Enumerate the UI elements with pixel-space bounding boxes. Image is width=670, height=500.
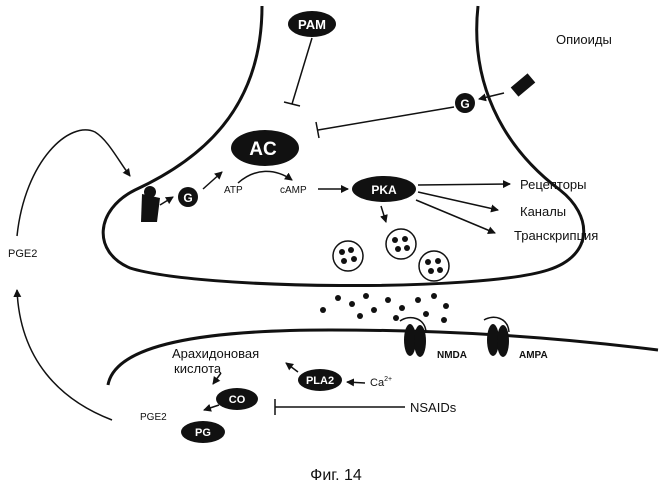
pge2-left-label: PGE2: [8, 248, 37, 260]
pam-inhibit-line: [284, 38, 312, 106]
nsaids-label: NSAIDs: [410, 400, 457, 415]
vesicle: [333, 241, 363, 271]
nmda-channel-icon: [400, 318, 426, 357]
pge2-receptor-icon: [141, 194, 160, 222]
opioid-receptor-icon: [511, 73, 536, 96]
g-protein-receptor-label: G: [183, 191, 192, 205]
vesicle: [419, 251, 449, 281]
pge2-up-arrow: [17, 290, 112, 420]
pka-receptors-arrow: [418, 184, 510, 185]
nsaids-inhibit-line: [275, 399, 405, 415]
ampa-label: AMPA: [519, 350, 548, 361]
pg-label: PG: [195, 427, 211, 439]
neurotransmitter-dots: [320, 293, 449, 323]
atp-to-camp-arrow: [238, 171, 292, 183]
receptor-to-g-arrow: [160, 197, 173, 205]
pge2-post-label: PGE2: [140, 412, 167, 423]
receptors-label: Рецепторы: [520, 177, 587, 192]
atp-label: ATP: [224, 185, 243, 196]
g-inhibit-ac-line: [316, 107, 454, 138]
opioid-to-g-arrow: [479, 93, 504, 99]
pka-vesicle-arrow: [381, 206, 386, 222]
pam-label: PAM: [298, 17, 326, 32]
arachidonic-acid-line1: Арахидоновая: [172, 346, 259, 361]
co-label: CO: [229, 394, 246, 406]
figure-caption: Фиг. 14: [310, 467, 362, 484]
nmda-label: NMDA: [437, 350, 467, 361]
pla2-to-arachidonic-arrow: [286, 363, 298, 372]
ampa-channel-icon: [484, 317, 509, 357]
pka-label: PKA: [371, 183, 397, 197]
calcium-label: Ca2+: [370, 376, 392, 389]
opioids-label: Опиоиды: [556, 32, 612, 47]
channels-label: Каналы: [520, 204, 566, 219]
vesicle: [386, 229, 416, 259]
ac-label: AC: [249, 139, 277, 160]
arachidonic-acid-line2: кислота: [174, 361, 222, 376]
pka-channels-arrow: [418, 192, 498, 210]
transcription-label: Транскрипция: [514, 228, 598, 243]
pka-transcription-arrow: [416, 200, 495, 233]
g-protein-opioid-label: G: [460, 97, 469, 111]
pla2-label: PLA2: [306, 375, 334, 387]
ca-to-pla2-arrow: [347, 382, 365, 383]
co-to-pge2-arrow: [204, 405, 219, 410]
pge2-receptor-head: [144, 186, 156, 198]
camp-label: cAMP: [280, 185, 307, 196]
g-to-ac-arrow: [203, 172, 222, 189]
pge2-to-receptor-arrow: [17, 130, 130, 236]
